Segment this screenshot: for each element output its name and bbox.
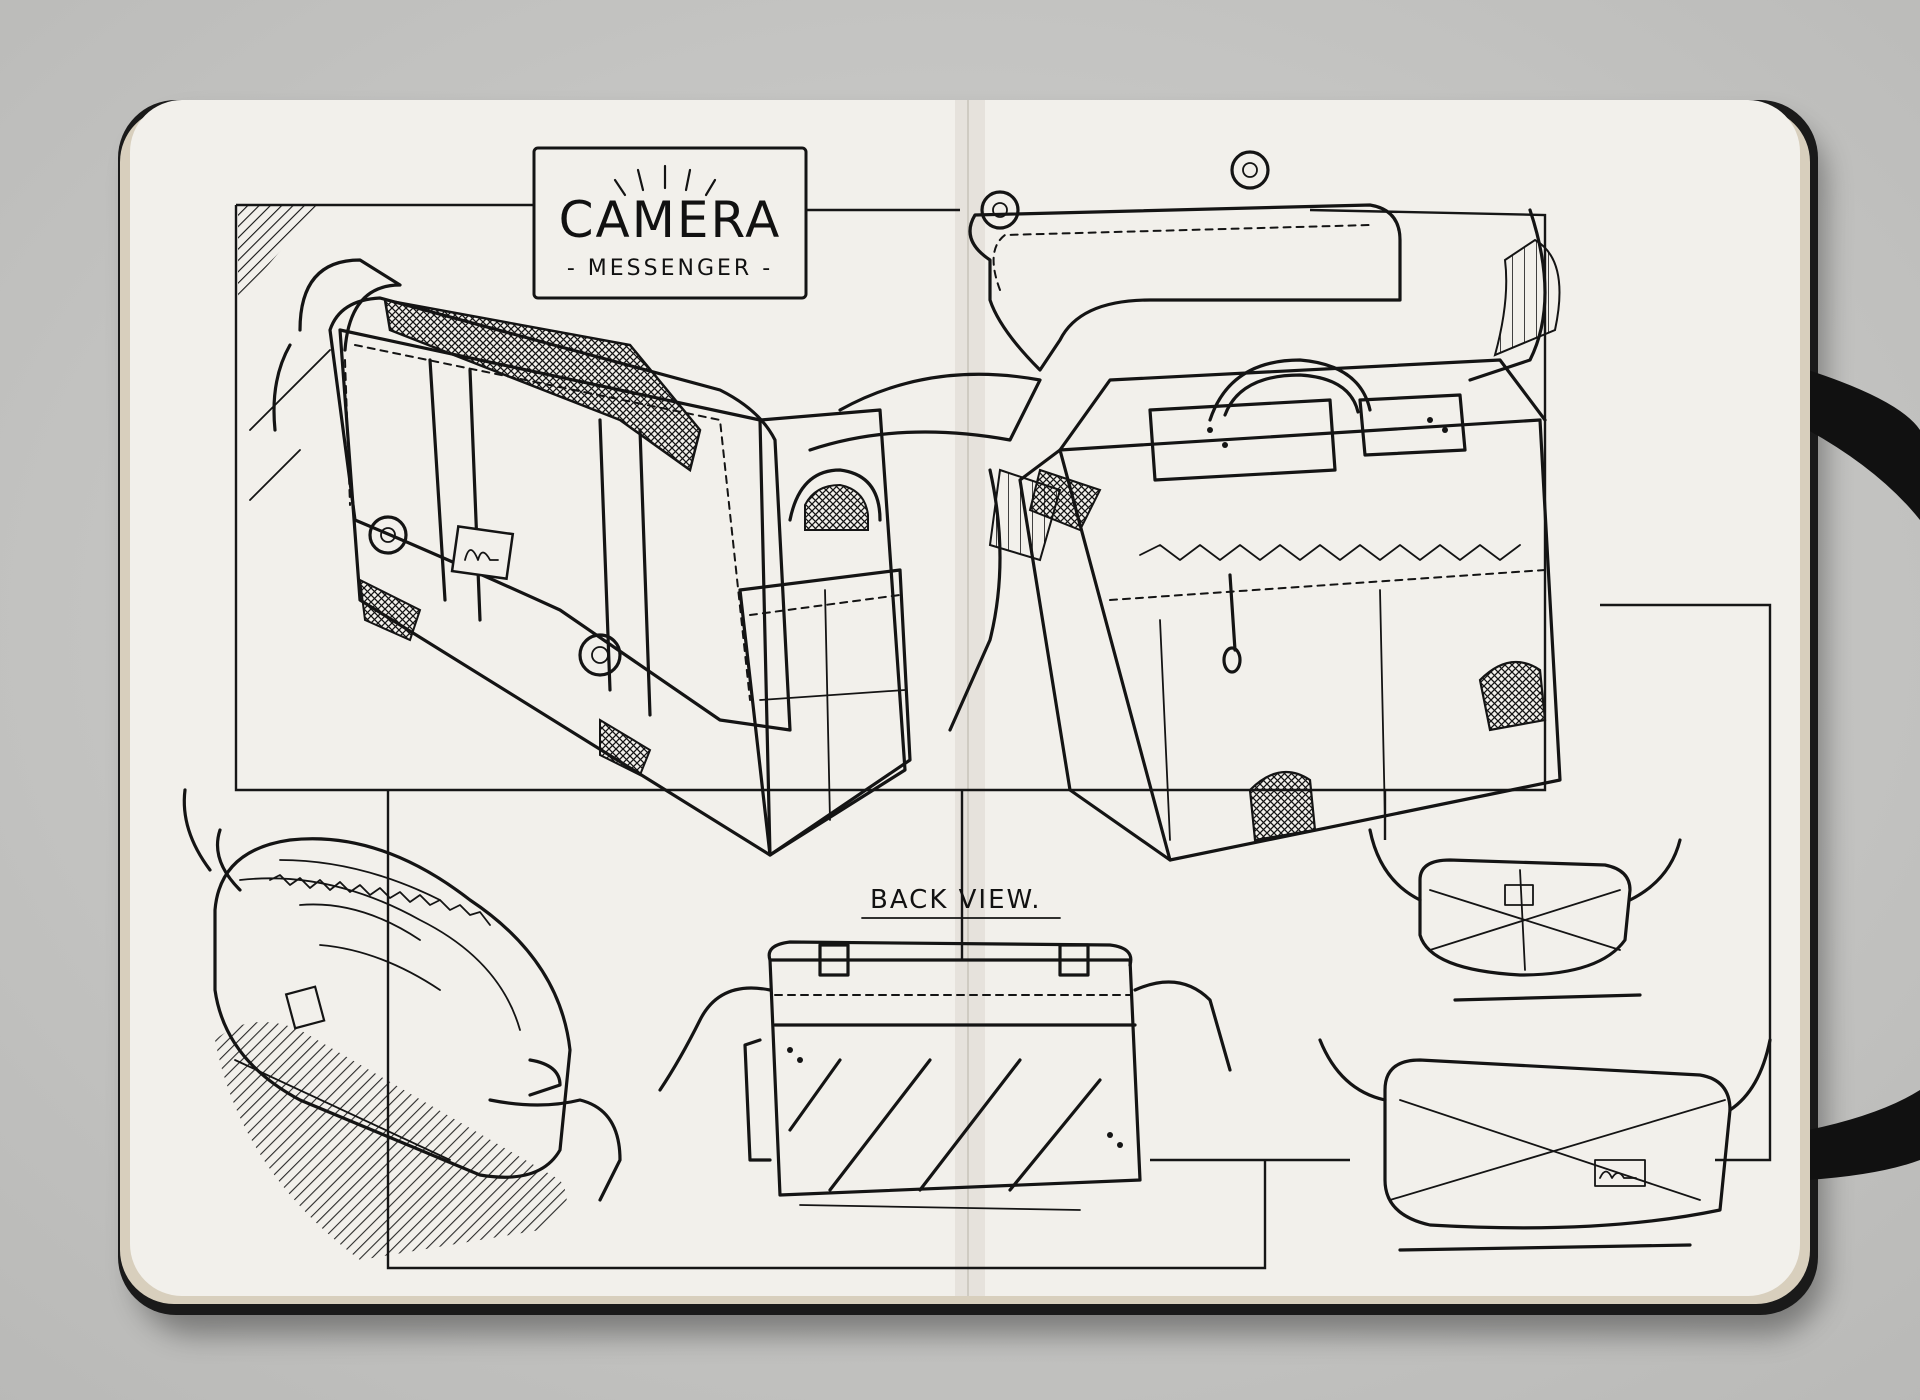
camera-bag-small-front-icon bbox=[1318, 1038, 1772, 1252]
sketch-subtitle: - MESSENGER - bbox=[567, 256, 773, 281]
camera-pouch-zipper-icon bbox=[182, 788, 622, 1260]
sketch-title: CAMERA bbox=[559, 191, 782, 249]
camera-bag-open-icon bbox=[808, 150, 1562, 862]
title-badge: CAMERA - MESSENGER - bbox=[532, 146, 808, 300]
spine-shade bbox=[955, 100, 985, 1296]
back-view-label: BACK VIEW. bbox=[870, 885, 1042, 915]
elastic-band bbox=[1808, 370, 1920, 520]
camera-bag-small-top-icon bbox=[1368, 828, 1682, 1002]
layout-frames bbox=[234, 203, 1772, 1270]
elastic-band-lower bbox=[1808, 1090, 1920, 1180]
camera-bag-back-view-icon bbox=[658, 940, 1232, 1211]
camera-bag-front-closed-icon bbox=[272, 258, 912, 857]
